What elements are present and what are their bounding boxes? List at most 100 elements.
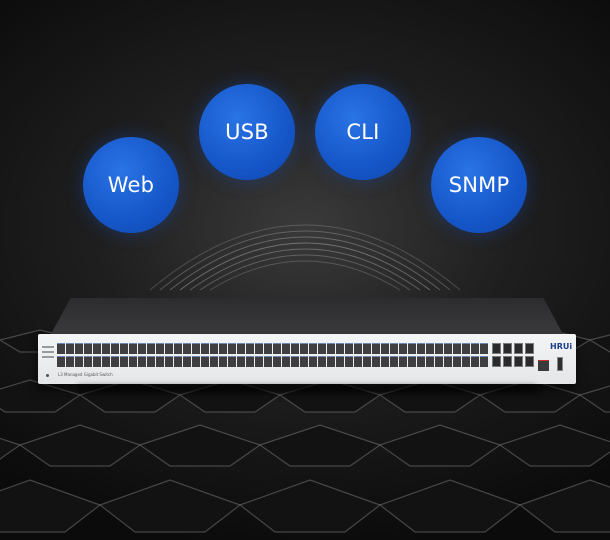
rj45-port <box>426 343 434 354</box>
rj45-port <box>201 356 209 367</box>
rj45-port <box>93 343 101 354</box>
rj45-port <box>84 356 92 367</box>
signal-arcs <box>149 224 461 291</box>
sfp-port <box>503 343 512 354</box>
rj45-port <box>246 356 254 367</box>
rj45-port <box>165 343 173 354</box>
web-bubble: Web <box>83 137 179 233</box>
rj45-port <box>102 343 110 354</box>
rj45-port <box>291 356 299 367</box>
rj45-port <box>453 356 461 367</box>
sfp-port <box>514 356 523 367</box>
rj45-port <box>156 343 164 354</box>
network-switch: L3 Managed Gigabit Switch HRUi <box>38 298 576 392</box>
rj45-port <box>453 343 461 354</box>
rj45-port <box>381 343 389 354</box>
rj45-port <box>309 356 317 367</box>
rj45-port <box>345 356 353 367</box>
rj45-port <box>174 343 182 354</box>
sfp-port-group <box>492 343 536 369</box>
rj45-port <box>183 356 191 367</box>
rj45-port <box>390 356 398 367</box>
rj45-port <box>93 356 101 367</box>
rj45-port <box>318 343 326 354</box>
rj45-port <box>66 356 74 367</box>
rj45-port <box>282 356 290 367</box>
rj45-port <box>174 356 182 367</box>
rj45-port <box>417 343 425 354</box>
rj45-port <box>156 356 164 367</box>
rj45-port <box>183 343 191 354</box>
rj45-port <box>246 343 254 354</box>
rj45-port <box>192 343 200 354</box>
sfp-port <box>525 356 534 367</box>
console-port <box>538 360 549 371</box>
ethernet-port-group-2 <box>165 343 273 369</box>
rj45-port <box>435 356 443 367</box>
rj45-port <box>165 356 173 367</box>
rj45-port <box>426 356 434 367</box>
rj45-port <box>336 356 344 367</box>
rj45-port <box>462 343 470 354</box>
rj45-port <box>57 356 65 367</box>
light-rays <box>179 135 421 300</box>
rj45-port <box>381 356 389 367</box>
brand-logo: HRUi <box>550 342 573 351</box>
rj45-port <box>462 356 470 367</box>
rj45-port <box>111 356 119 367</box>
status-leds <box>42 346 54 361</box>
rj45-port <box>255 356 263 367</box>
rj45-port <box>138 356 146 367</box>
rj45-port <box>309 343 317 354</box>
rj45-port <box>129 356 137 367</box>
rj45-port <box>228 343 236 354</box>
snmp-label: SNMP <box>448 173 510 197</box>
rj45-port <box>480 356 488 367</box>
sfp-port <box>492 343 501 354</box>
rj45-port <box>372 343 380 354</box>
rj45-port <box>444 356 452 367</box>
rj45-port <box>111 343 119 354</box>
rj45-port <box>147 343 155 354</box>
sfp-port <box>525 343 534 354</box>
rj45-port <box>480 343 488 354</box>
rj45-port <box>66 343 74 354</box>
rj45-port <box>444 343 452 354</box>
rj45-port <box>219 356 227 367</box>
rj45-port <box>228 356 236 367</box>
cli-label: CLI <box>346 120 380 144</box>
rj45-port <box>138 343 146 354</box>
rj45-port <box>345 343 353 354</box>
rj45-port <box>399 343 407 354</box>
sfp-port <box>492 356 501 367</box>
rj45-port <box>273 343 281 354</box>
cli-bubble: CLI <box>315 84 411 180</box>
rj45-port <box>327 343 335 354</box>
web-label: Web <box>107 173 155 197</box>
snmp-bubble: SNMP <box>431 137 527 233</box>
rj45-port <box>264 343 272 354</box>
rj45-port <box>75 356 83 367</box>
rj45-port <box>219 343 227 354</box>
rj45-port <box>327 356 335 367</box>
reset-button <box>46 374 49 377</box>
usb-port <box>557 357 563 371</box>
ethernet-port-group-3 <box>273 343 381 369</box>
rj45-port <box>363 356 371 367</box>
switch-shadow <box>78 386 536 392</box>
rj45-port <box>354 343 362 354</box>
rj45-port <box>210 343 218 354</box>
rj45-port <box>372 356 380 367</box>
rj45-port <box>192 356 200 367</box>
rj45-port <box>408 343 416 354</box>
rj45-port <box>282 343 290 354</box>
rj45-port <box>354 356 362 367</box>
rj45-port <box>471 343 479 354</box>
rj45-port <box>363 343 371 354</box>
rj45-port <box>84 343 92 354</box>
rj45-port <box>75 343 83 354</box>
ethernet-port-group-1 <box>57 343 165 369</box>
rj45-port <box>120 356 128 367</box>
